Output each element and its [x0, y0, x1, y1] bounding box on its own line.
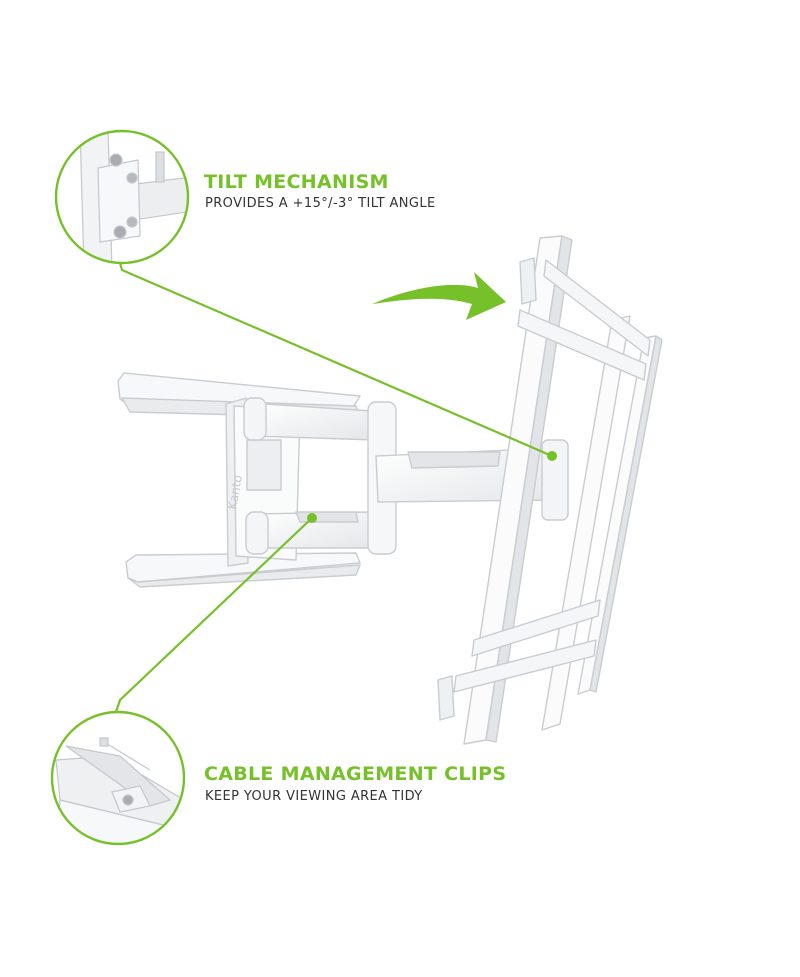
tilt-pointer-dot [547, 451, 557, 461]
kanto-logo: Kanto [225, 474, 245, 511]
tilt-mechanism-subtitle: PROVIDES A +15°/-3° TILT ANGLE [205, 196, 436, 211]
cable-pointer-dot [307, 513, 317, 523]
cable-management-title: CABLE MANAGEMENT CLIPS [204, 763, 507, 785]
curved-swivel-arrow-icon [372, 272, 506, 320]
cable-connector-line [114, 517, 313, 713]
cable-management-subtitle: KEEP YOUR VIEWING AREA TIDY [205, 789, 423, 804]
tv-bracket [437, 235, 663, 745]
wall-mount [117, 235, 663, 745]
tilt-mechanism-title: TILT MECHANISM [204, 171, 389, 193]
cable-clip-closeup-icon [50, 710, 186, 846]
tilt-bracket-closeup-icon [54, 129, 190, 265]
callout-connectors [114, 262, 553, 713]
tilt-connector-line [118, 262, 553, 458]
